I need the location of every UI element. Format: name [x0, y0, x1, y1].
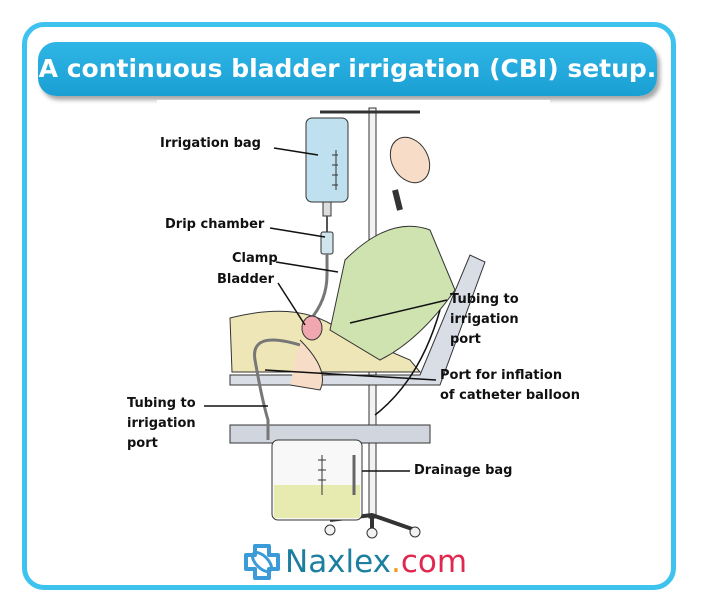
label-line: Tubing to	[450, 292, 519, 307]
label-line: Tubing to	[127, 396, 196, 411]
label-clamp: Clamp	[232, 251, 278, 266]
label-drainage-bag: Drainage bag	[414, 463, 513, 478]
patient	[229, 136, 456, 391]
logo-name: Naxlex	[285, 544, 392, 580]
label-tubing-left: Tubing to irrigation port	[127, 394, 196, 454]
irrigation-bag	[305, 117, 349, 321]
label-drip-chamber: Drip chamber	[165, 217, 265, 232]
logo-dot: .	[391, 544, 401, 580]
label-line: Port for inflation	[440, 368, 563, 383]
label-line: of catheter balloon	[440, 388, 580, 403]
label-line: port	[127, 436, 158, 451]
drainage-bag	[271, 439, 363, 521]
naxlex-logo-icon	[244, 544, 280, 580]
label-line: irrigation	[450, 312, 519, 327]
page-title: A continuous bladder irrigation (CBI) se…	[38, 42, 657, 96]
tubing	[253, 338, 301, 440]
label-bladder: Bladder	[217, 272, 274, 287]
leader-lines	[204, 147, 448, 472]
label-line: port	[450, 332, 481, 347]
naxlex-logo: Naxlex.com	[243, 543, 467, 581]
label-port-inflation: Port for inflation of catheter balloon	[440, 366, 580, 406]
logo-tld: com	[400, 544, 468, 580]
label-tubing-right: Tubing to irrigation port	[450, 290, 519, 350]
label-irrigation-bag: Irrigation bag	[160, 136, 261, 151]
bladder-icon	[301, 315, 323, 341]
outer-frame	[22, 22, 676, 590]
label-line: irrigation	[127, 416, 196, 431]
